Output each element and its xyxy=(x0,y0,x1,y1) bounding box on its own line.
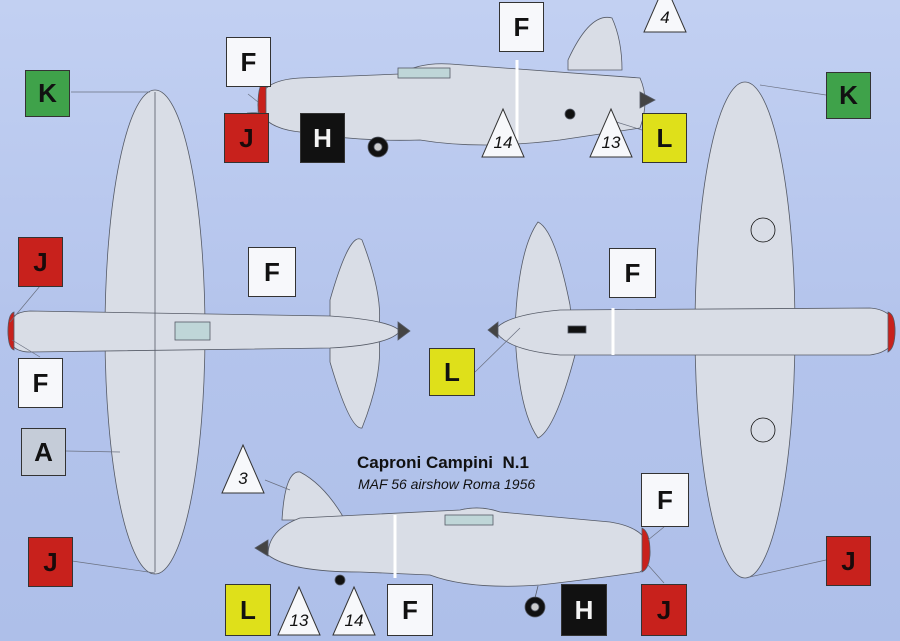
decal-triangle-14: 14 xyxy=(480,107,526,159)
decal-marker-f: F xyxy=(18,358,63,408)
decal-marker-k: K xyxy=(826,72,871,119)
top-view-plane xyxy=(7,89,411,575)
triangle-label: 14 xyxy=(493,133,513,152)
decal-marker-l: L xyxy=(642,113,687,163)
triangle-label: 3 xyxy=(238,469,248,488)
decal-marker-j: J xyxy=(28,537,73,587)
decal-marker-j: J xyxy=(224,113,269,163)
decal-triangle-14: 14 xyxy=(331,585,377,637)
decal-marker-a: A xyxy=(21,428,66,476)
decal-marker-h: H xyxy=(300,113,345,163)
decal-marker-j: J xyxy=(641,584,687,636)
decal-triangle-4: 4 xyxy=(642,0,688,34)
decal-marker-f: F xyxy=(226,37,271,87)
decal-marker-l: L xyxy=(429,348,475,396)
leader-lines xyxy=(9,84,827,584)
decal-marker-l: L xyxy=(225,584,271,636)
sheet-subtitle: MAF 56 airshow Roma 1956 xyxy=(358,476,536,492)
decal-triangle-13: 13 xyxy=(276,585,322,637)
decal-marker-j: J xyxy=(826,536,871,586)
side-view-bottom xyxy=(254,471,651,618)
bottom-view-plane xyxy=(487,81,896,579)
decal-marker-f: F xyxy=(641,473,689,527)
decal-marker-k: K xyxy=(25,70,70,117)
decal-marker-f: F xyxy=(387,584,433,636)
decal-marker-f: F xyxy=(609,248,656,298)
decal-marker-h: H xyxy=(561,584,607,636)
triangle-label: 4 xyxy=(660,8,670,27)
triangle-label: 14 xyxy=(344,611,364,630)
decal-triangle-13: 13 xyxy=(588,107,634,159)
side-view-top xyxy=(257,16,656,158)
decal-marker-f: F xyxy=(499,2,544,52)
sheet-title: Caproni Campini N.1 xyxy=(357,453,529,472)
decal-triangle-3: 3 xyxy=(220,443,266,495)
decal-marker-j: J xyxy=(18,237,63,287)
triangle-label: 13 xyxy=(289,611,309,630)
triangle-label: 13 xyxy=(601,133,621,152)
decal-marker-f: F xyxy=(248,247,296,297)
